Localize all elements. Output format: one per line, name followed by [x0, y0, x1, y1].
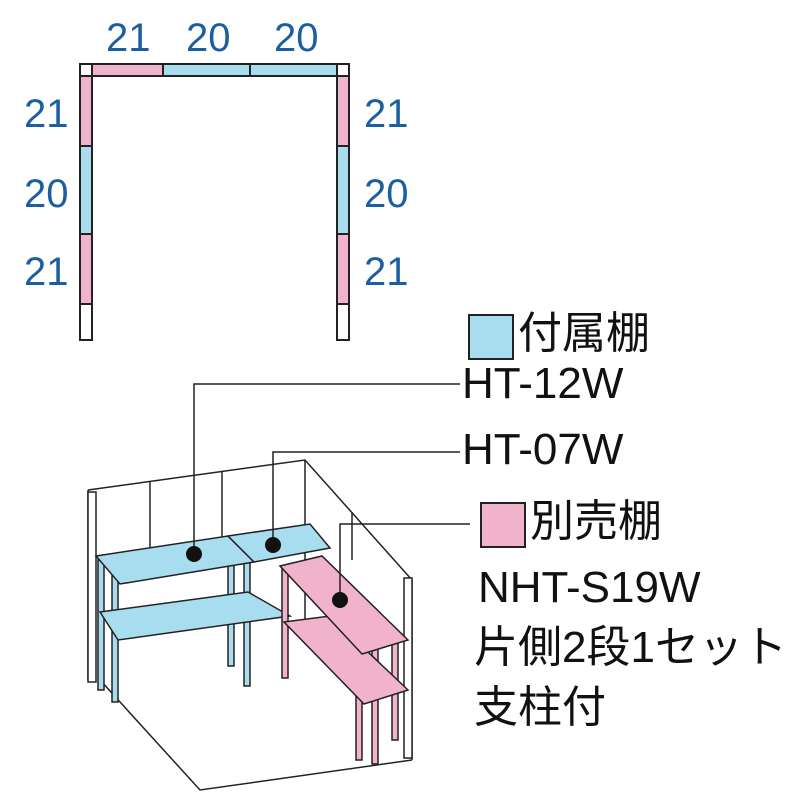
dim-left-1: 21 — [24, 92, 69, 136]
dim-top-2: 20 — [186, 16, 231, 60]
plan-right-shelf-20 — [336, 145, 350, 235]
dim-left-2: 20 — [24, 172, 69, 216]
dim-right-1: 21 — [364, 92, 409, 136]
plan-top-shelf-20a — [162, 63, 251, 77]
dim-right-3: 21 — [364, 250, 409, 294]
plan-left-end — [79, 303, 93, 341]
model-ht-07w: HT-07W — [462, 425, 624, 474]
leader-ht-07w — [272, 451, 460, 543]
plan-left-shelf-21a — [79, 75, 93, 147]
plan-right-shelf-21a — [336, 75, 350, 147]
dim-top-3: 20 — [274, 16, 319, 60]
dim-right-2: 20 — [364, 172, 409, 216]
plan-top-shelf-21 — [91, 63, 164, 77]
marker-ht-12w — [186, 546, 202, 562]
plan-left-shelf-21b — [79, 233, 93, 305]
legend-label-separate: 別売棚 — [530, 497, 662, 546]
legend-swatch-attached — [468, 314, 514, 360]
leader-ht-12w — [193, 383, 460, 552]
plan-left-shelf-20 — [79, 145, 93, 235]
dim-top-1: 21 — [106, 16, 151, 60]
model-desc-line2: 支柱付 — [474, 683, 606, 732]
plan-top-corner-left — [79, 63, 93, 77]
marker-nht-s19w — [332, 592, 348, 608]
shed-interior-illustration — [87, 459, 413, 791]
marker-ht-07w — [265, 537, 281, 553]
plan-right-end — [336, 303, 350, 341]
model-ht-12w: HT-12W — [462, 359, 624, 408]
legend-label-attached: 付属棚 — [518, 309, 650, 358]
plan-right-shelf-21b — [336, 233, 350, 305]
plan-top-corner-right — [336, 63, 350, 77]
model-desc-line1: 片側2段1セット — [474, 623, 787, 672]
dim-left-3: 21 — [24, 250, 69, 294]
leader-nht-s19w — [339, 523, 470, 598]
legend-swatch-separate — [480, 502, 526, 548]
model-nht-s19w: NHT-S19W — [478, 563, 701, 612]
plan-top-shelf-20b — [249, 63, 338, 77]
